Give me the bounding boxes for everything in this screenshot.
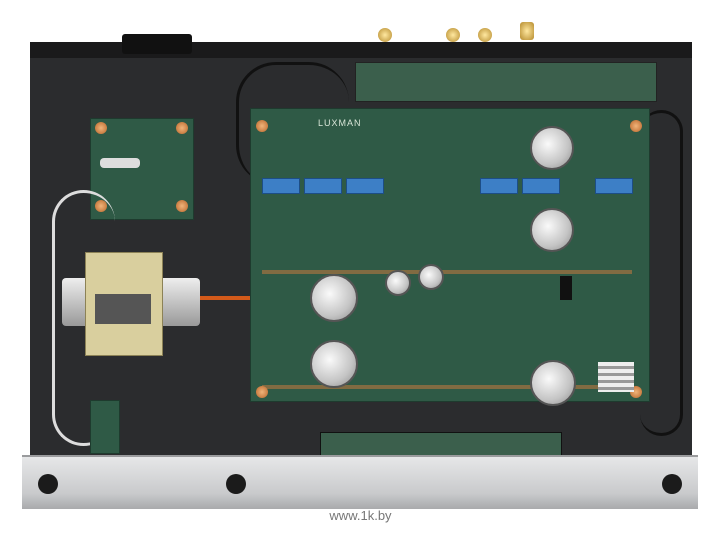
relay <box>304 178 342 194</box>
front-control-board <box>320 432 562 456</box>
screw <box>630 120 642 132</box>
ic-chip <box>560 276 572 300</box>
wire <box>640 110 683 436</box>
watermark: www.1k.by <box>329 508 392 523</box>
pcb-brand-label: LUXMAN <box>318 118 362 128</box>
power-led-board <box>90 400 120 454</box>
fuse <box>100 158 140 168</box>
screw <box>95 122 107 134</box>
relay <box>522 178 560 194</box>
rca-jack <box>478 28 492 42</box>
rca-jack <box>378 28 392 42</box>
relay <box>595 178 633 194</box>
screw <box>176 122 188 134</box>
heatsink <box>598 362 634 392</box>
screw <box>176 200 188 212</box>
transformer-winding <box>95 294 151 324</box>
capacitor <box>385 270 411 296</box>
ground-trace <box>262 385 632 389</box>
capacitor <box>530 208 574 252</box>
capacitor <box>418 264 444 290</box>
power-inlet <box>122 34 192 54</box>
wire <box>236 62 349 185</box>
rca-jack <box>520 22 534 40</box>
mounting-hole <box>38 474 58 494</box>
wire <box>200 296 260 300</box>
front-panel <box>22 455 698 509</box>
capacitor <box>310 340 358 388</box>
capacitor <box>530 360 576 406</box>
rear-panel <box>30 42 692 58</box>
relay <box>346 178 384 194</box>
capacitor <box>530 126 574 170</box>
mounting-hole <box>226 474 246 494</box>
mounting-hole <box>662 474 682 494</box>
capacitor <box>310 274 358 322</box>
ground-trace <box>262 270 632 274</box>
screw <box>256 386 268 398</box>
rca-jack <box>446 28 460 42</box>
rear-connector-board <box>355 62 657 102</box>
relay <box>262 178 300 194</box>
relay <box>480 178 518 194</box>
screw <box>256 120 268 132</box>
wire <box>52 190 115 446</box>
